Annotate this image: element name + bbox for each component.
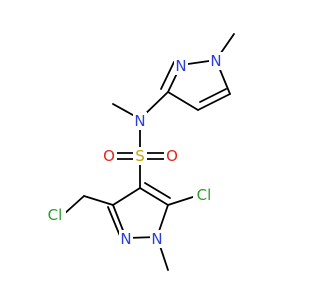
atom-n-bottom-ring-2: N — [150, 230, 164, 248]
atom-s-sulfonyl-label: S — [135, 147, 145, 165]
atom-o-left-label: O — [103, 147, 115, 165]
atom-labels: N N N S O O Cl Cl — [44, 52, 223, 248]
atom-n-bottom-ring-1: N — [119, 230, 133, 248]
atom-n-top-ring-1: N — [174, 57, 188, 75]
bond — [112, 187, 141, 206]
bond-layer — [62, 33, 235, 271]
molecule-structure-diagram: N N N S O O Cl Cl — [44, 33, 235, 271]
atom-n-top-ring-2: N — [209, 52, 223, 70]
atom-n-top-ring-1-label: N — [175, 57, 186, 75]
bond — [199, 88, 227, 103]
bond — [167, 91, 199, 111]
bond — [144, 182, 171, 199]
atom-cl-left: Cl — [44, 206, 66, 224]
atom-o-right: O — [164, 147, 180, 165]
atom-o-right-label: O — [166, 147, 178, 165]
atom-o-left: O — [101, 147, 117, 165]
bond — [107, 206, 121, 237]
atom-cl-right: Cl — [193, 186, 215, 204]
bond — [139, 187, 169, 206]
atom-n-amide: N — [133, 112, 147, 130]
atom-n-bottom-ring-2-label: N — [151, 230, 162, 248]
bond — [83, 195, 114, 206]
atom-n-top-ring-2-label: N — [210, 52, 221, 70]
atom-cl-right-label: Cl — [197, 186, 212, 204]
bond — [167, 195, 197, 206]
atom-n-bottom-ring-1-label: N — [120, 230, 131, 248]
atom-n-amide-label: N — [134, 112, 145, 130]
bond — [160, 61, 175, 90]
atom-cl-left-label: Cl — [48, 206, 63, 224]
atom-s-sulfonyl: S — [133, 147, 147, 165]
bond — [62, 195, 85, 216]
bond — [197, 93, 231, 111]
